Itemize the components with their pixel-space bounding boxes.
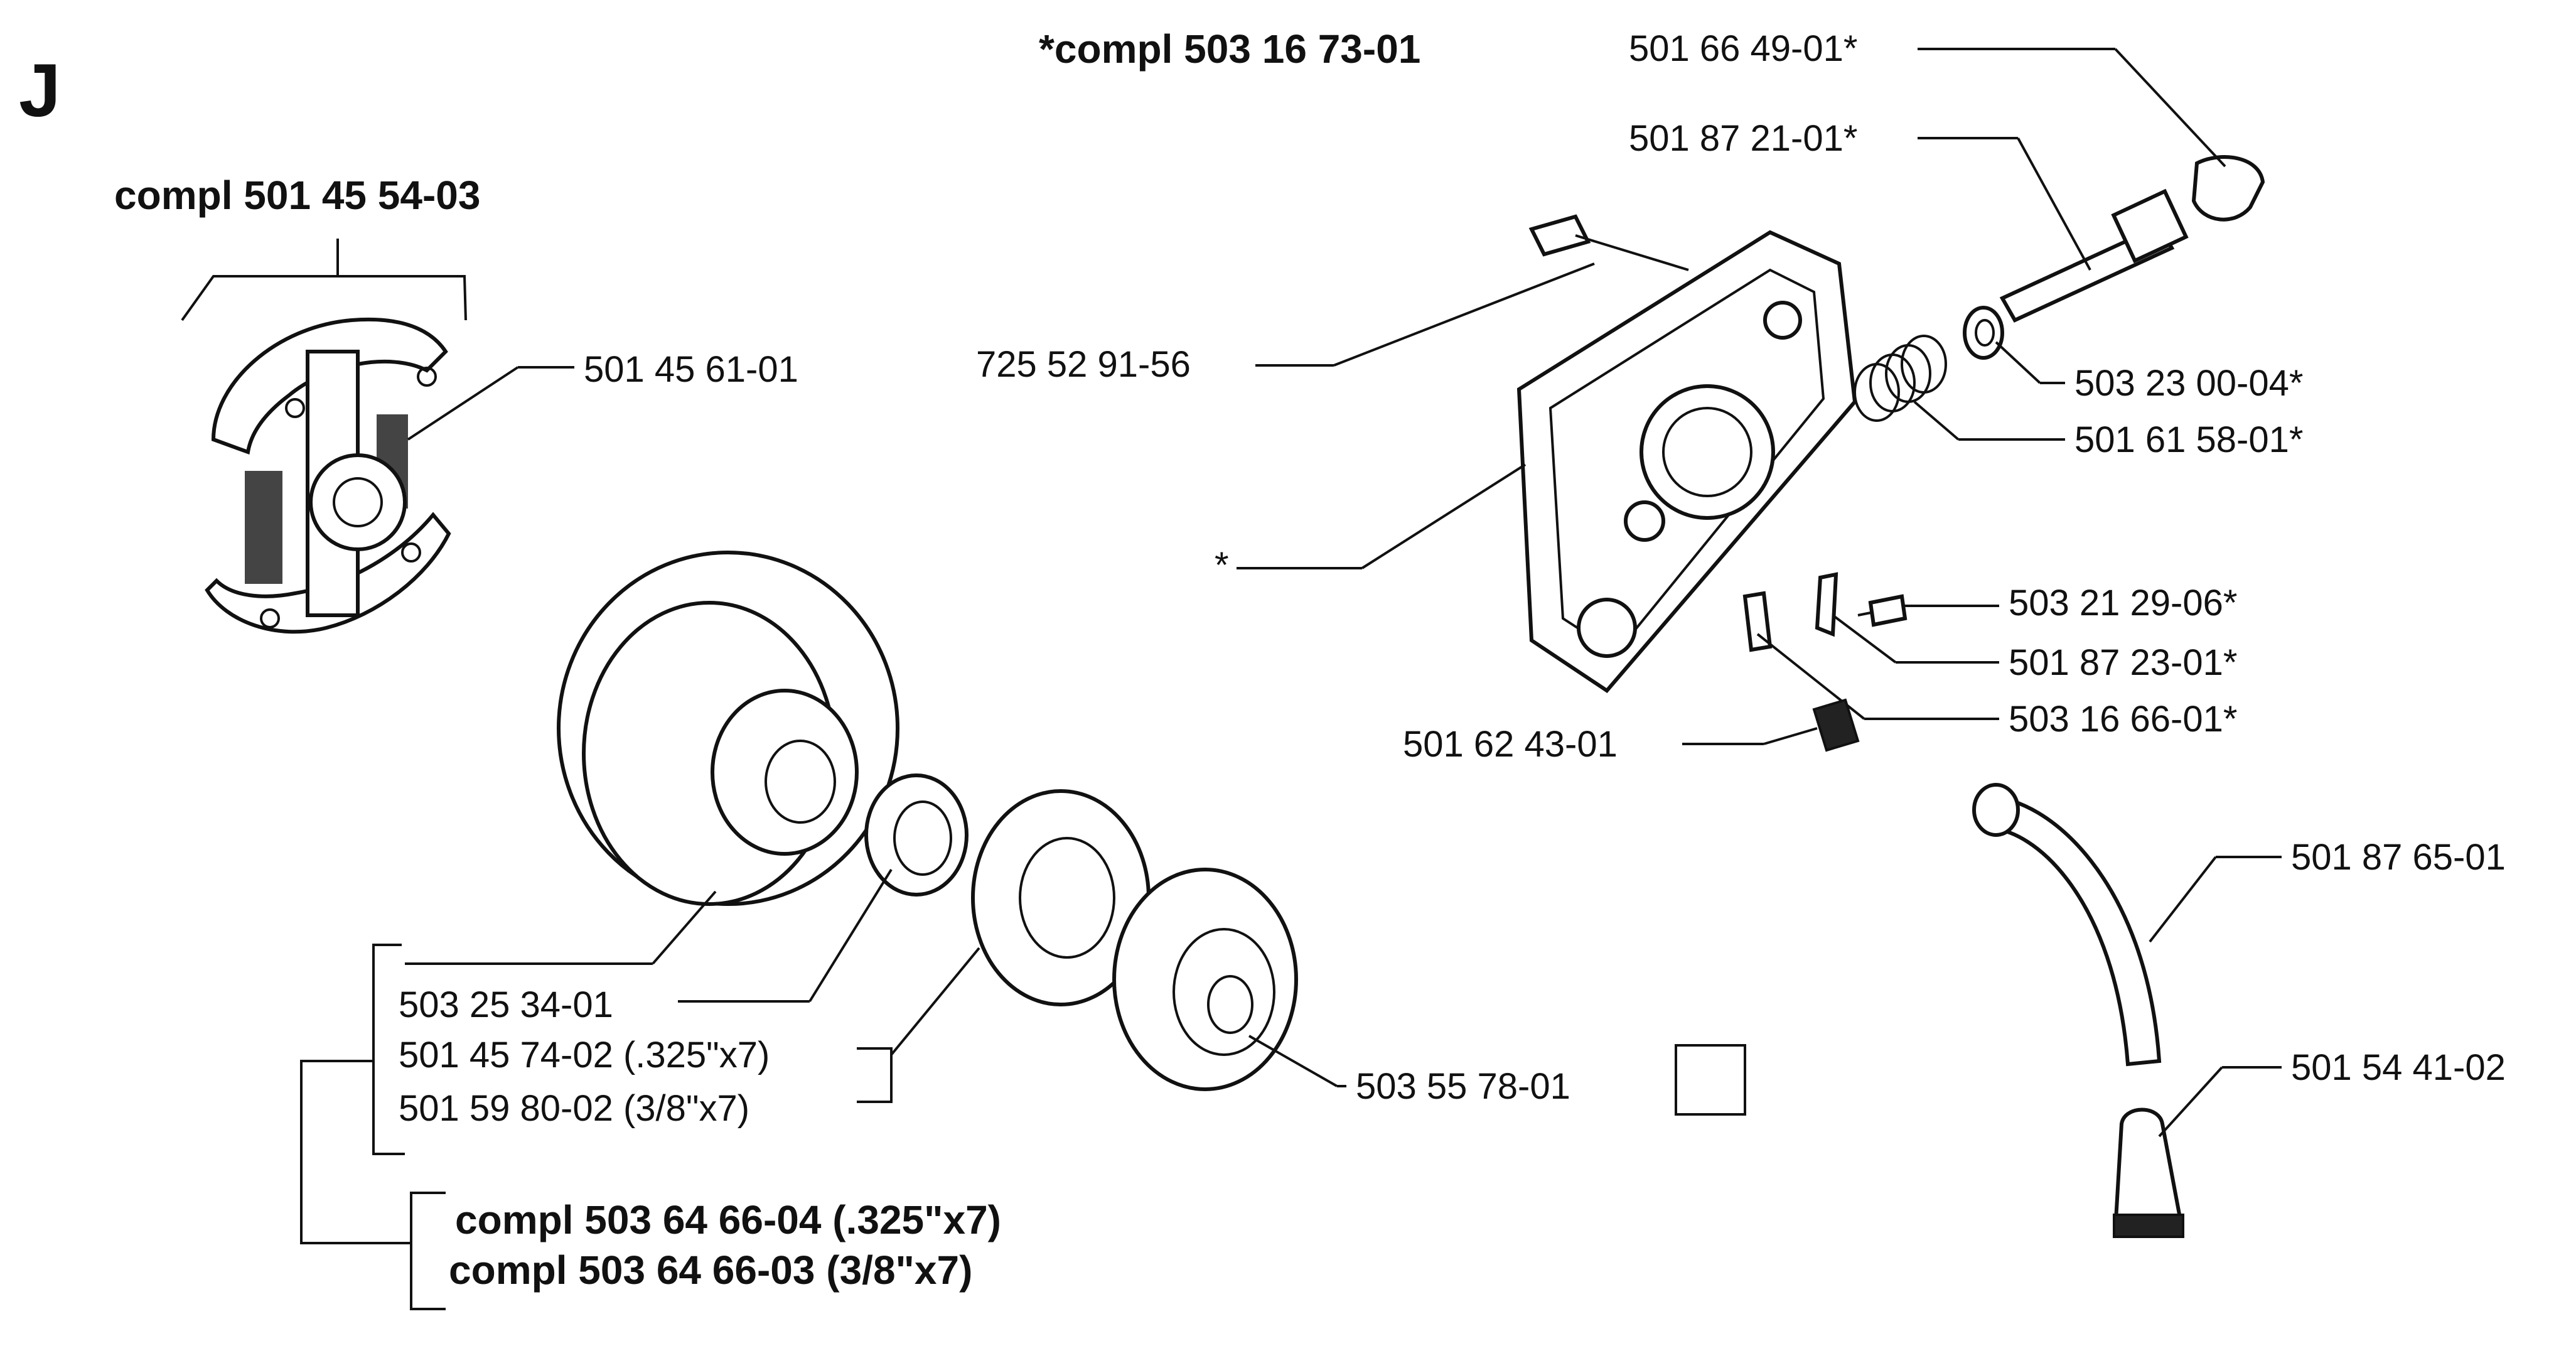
compl-bracket-right <box>410 1192 446 1310</box>
spur-sprocket-face <box>1173 928 1275 1056</box>
pump-body-label: * <box>1215 545 1229 586</box>
worm-shaft-label: 501 87 21-01* <box>1629 118 1857 159</box>
clutch-spring-label: 501 45 61-01 <box>584 349 798 390</box>
leader-line <box>1995 341 2041 384</box>
leader-line <box>1763 727 1818 745</box>
shoe-hole <box>401 542 421 563</box>
oil-filter-mesh <box>2113 1214 2184 1238</box>
drum-compl-325-label: compl 503 64 66-04 (.325"x7) <box>455 1197 1001 1242</box>
pump-port-inner <box>1662 407 1752 497</box>
leader-line <box>1333 262 1595 367</box>
leader-line <box>652 890 717 965</box>
oil-filter-label: 501 54 41-02 <box>2291 1047 2506 1088</box>
pump-boss <box>1763 301 1802 340</box>
leader-line <box>808 868 893 1003</box>
leader-line <box>2149 856 2217 943</box>
leader-line <box>407 366 519 441</box>
leader-line <box>2017 137 2091 271</box>
oil-hose <box>1988 795 2162 1067</box>
part-box <box>1675 1044 1746 1116</box>
small-screw-label: 503 21 29-06* <box>2009 583 2237 623</box>
valve <box>1742 591 1773 652</box>
clutch-bracket <box>181 275 467 321</box>
screw-label: 725 52 91-56 <box>976 344 1191 385</box>
pump-body-inner <box>1548 268 1825 655</box>
drum-hub-bore <box>765 740 836 824</box>
section-letter: J <box>19 48 61 132</box>
valve-label: 503 16 66-01* <box>2009 699 2237 740</box>
worm-gear <box>2111 188 2189 264</box>
clutch-compl-label: compl 501 45 54-03 <box>114 173 480 218</box>
spur-sprocket-bore <box>1207 975 1253 1034</box>
shoe-hole <box>260 608 280 628</box>
pump-boss <box>1577 598 1637 658</box>
rim-38-label: 501 59 80-02 (3/8"x7) <box>399 1088 749 1129</box>
drum-group-bracket <box>372 944 405 1155</box>
oil-hose-drawing: 501 87 65-01 501 54 41-02 <box>1972 783 2506 1238</box>
shoe-hole <box>285 398 305 418</box>
clutch-drum-drawing <box>405 551 899 965</box>
oil-filter <box>2113 1107 2184 1233</box>
spring-coil <box>245 471 282 584</box>
small-screw-shank <box>1857 611 1874 617</box>
leader-line <box>1832 614 1897 664</box>
spring-coil <box>1901 335 1947 394</box>
leader-line <box>2158 1066 2223 1138</box>
small-screw <box>1868 594 1908 627</box>
leader-line <box>2114 48 2226 168</box>
washer <box>1963 306 2004 360</box>
screw-head <box>1528 214 1591 257</box>
nut-label: 501 62 43-01 <box>1403 724 1618 765</box>
leader-line <box>1248 1035 1338 1087</box>
adjuster-label: 501 87 23-01* <box>2009 642 2237 683</box>
spur-sprocket-drawing <box>1112 868 1346 1091</box>
leader-line <box>1361 463 1527 569</box>
clutch-drum-label: 503 25 34-01 <box>399 984 613 1025</box>
pump-spring <box>1854 335 1947 422</box>
leader-line <box>890 947 980 1056</box>
nut <box>1812 698 1860 752</box>
drum-group-labels: 503 25 34-01 501 45 74-02 (.325"x7) 501 … <box>300 944 1746 1310</box>
washer-bore <box>1975 319 1995 347</box>
oil-hose-fitting <box>1972 783 2020 837</box>
clutch-shoe-upper <box>211 317 448 455</box>
pump-boss <box>1624 500 1665 542</box>
needle-bearing-drawing <box>678 773 969 1003</box>
spur-sprocket-label: 503 55 78-01 <box>1356 1066 1570 1107</box>
spring-label: 501 61 58-01* <box>2074 419 2303 460</box>
oil-pump-compl-label: *compl 503 16 73-01 <box>1039 26 1420 72</box>
screw-shank <box>1575 234 1689 271</box>
rim-325-label: 501 45 74-02 (.325"x7) <box>399 1035 770 1075</box>
clutch-hub <box>309 453 407 551</box>
compl-bracket <box>300 1060 411 1244</box>
leader-line <box>1913 401 1960 441</box>
cap <box>2191 155 2265 222</box>
drum-compl-38-label: compl 503 64 66-03 (3/8"x7) <box>449 1247 972 1293</box>
rim-bracket <box>857 1047 893 1103</box>
rim-sprocket-bore <box>1019 837 1115 959</box>
needle-bearing-bore <box>893 800 952 876</box>
oil-pump-drawing: *compl 503 16 73-01 725 52 91-56 * 501 6… <box>976 26 2303 765</box>
adjuster <box>1815 572 1838 637</box>
washer-label: 503 23 00-04* <box>2074 363 2303 404</box>
cap-label: 501 66 49-01* <box>1629 28 1857 69</box>
shoe-hole <box>417 367 437 387</box>
oil-hose-label: 501 87 65-01 <box>2291 837 2506 878</box>
pump-port <box>1640 384 1775 520</box>
clutch-shoe-lower <box>205 512 451 634</box>
spur-sprocket <box>1112 868 1298 1091</box>
clutch-assembly-drawing: compl 501 45 54-03 501 45 61-01 <box>114 173 798 634</box>
clutch-hub-bore <box>333 477 383 527</box>
